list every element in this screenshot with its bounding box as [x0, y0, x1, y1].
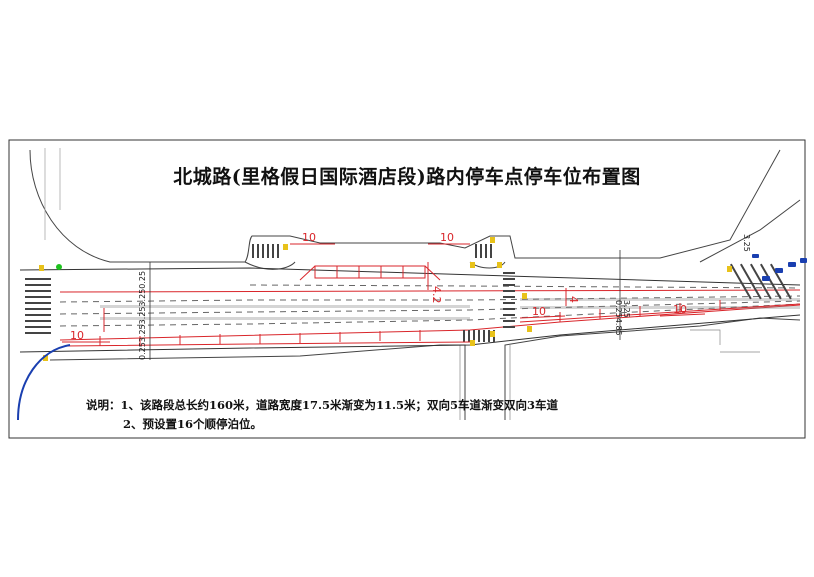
signal-markers — [39, 237, 732, 361]
lane-widths-right: 0.254.85 — [614, 300, 623, 336]
notes-block: 说明：1、该路段总长约160米，道路宽度17.5米渐变为11.5米；双向5车道渐… — [86, 396, 558, 434]
notes-line-2: 2、预设置16个顺停泊位。 — [123, 417, 263, 431]
road-marking-band — [100, 298, 800, 320]
lane-lines — [59, 284, 801, 327]
notes-line-1: 1、该路段总长约160米，道路宽度17.5米渐变为11.5米；双向5车道渐变双向… — [120, 398, 559, 412]
crosswalk-right — [730, 263, 792, 300]
dim-top-left: 10 — [302, 231, 316, 244]
green-marker — [56, 264, 62, 270]
lane-marks-mid: 3.25 — [742, 234, 751, 252]
dim-bottom-right: 10 — [673, 303, 687, 316]
dim-vertical-2: 4 — [567, 296, 580, 303]
lane-widths-left: 0.253.253.253.250.25 — [138, 271, 147, 360]
dim-bottom-center: 10 — [532, 305, 546, 318]
crosswalk-mid — [463, 272, 515, 342]
dim-bottom-left: 10 — [70, 329, 84, 342]
dimension-lines — [62, 243, 706, 343]
page-title: 北城路(里格假日国际酒店段)路内停车点停车位布置图 — [173, 166, 641, 188]
vehicles-right — [752, 254, 807, 281]
lane-widths-right-lower: 3.25 — [622, 300, 631, 318]
curb-curve-blue — [17, 344, 71, 421]
crosswalk-left — [25, 278, 51, 334]
crosswalk-mid-top — [252, 244, 492, 258]
parking-stalls-bottom — [64, 288, 801, 347]
drawing-border — [8, 139, 806, 439]
top-curb — [29, 149, 781, 263]
notes-label: 说明： — [86, 398, 121, 412]
dim-top-center: 10 — [440, 231, 454, 244]
parking-stalls-top — [299, 262, 441, 290]
dim-vertical-1: 4.2 — [430, 286, 443, 304]
lane-width-columns — [149, 250, 621, 360]
